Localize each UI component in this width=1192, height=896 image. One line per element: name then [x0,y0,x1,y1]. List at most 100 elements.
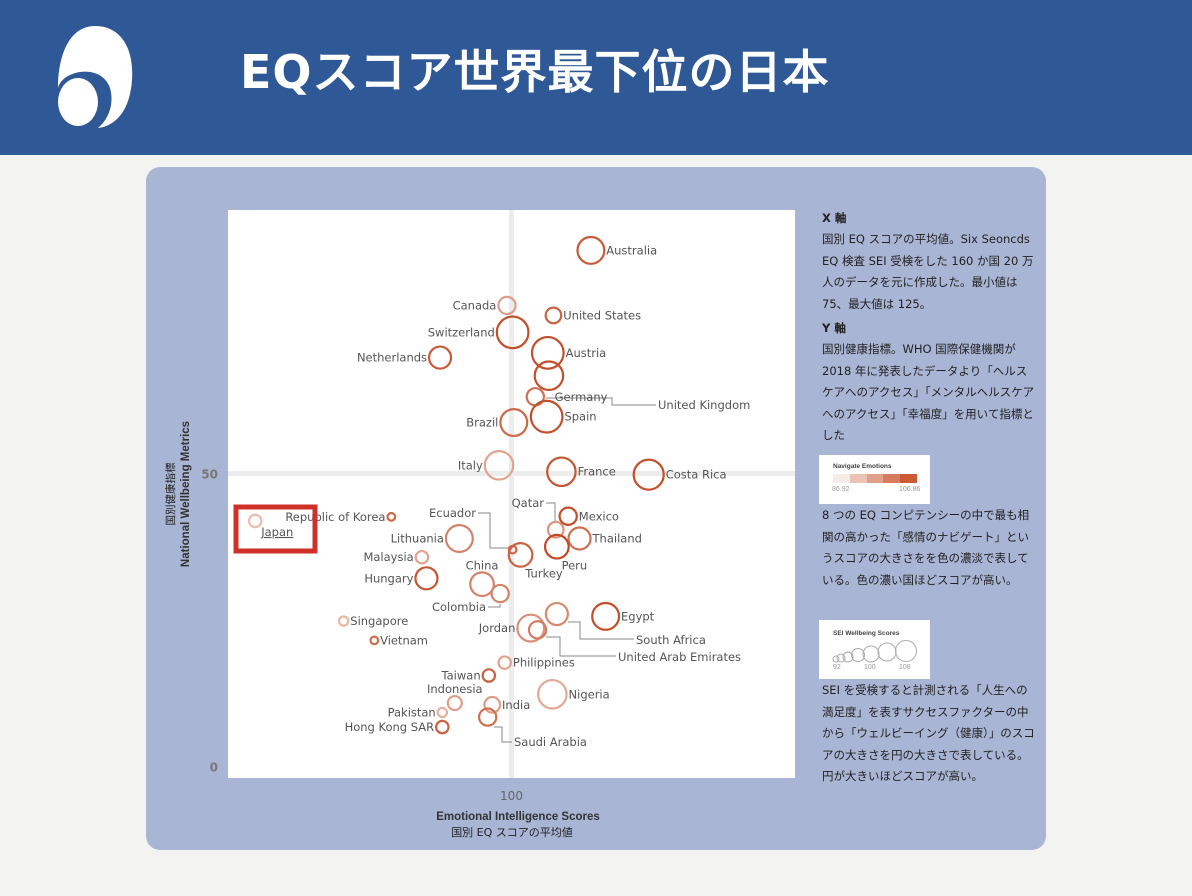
size-legend: SEI Wellbeing Scores 92 100 108 [819,620,930,679]
bubble-philippines[interactable] [497,655,512,670]
label-nigeria: Nigeria [569,687,610,701]
label-france: France [578,465,616,479]
label-japan: Japan [260,525,293,539]
label-indonesia: Indonesia [427,682,483,696]
label-taiwan: Taiwan [441,669,481,683]
size-legend-title: SEI Wellbeing Scores [833,630,900,637]
bubble-republic-of-korea[interactable] [386,511,397,522]
bubble-australia[interactable] [576,235,606,265]
label-brazil: Brazil [466,416,498,430]
x-tick-label: 100 [500,789,523,803]
label-egypt: Egypt [621,609,655,623]
label-philippines: Philippines [513,656,575,670]
y-axis-note: 国別健康指標。WHO 国際保健機関が 2018 年に発表したデータより「ヘルスケ… [822,342,1035,443]
bubble-mexico[interactable] [558,506,578,526]
label-jordan: Jordan [478,621,516,635]
x-axis-note: 国別 EQ スコアの平均値。Six Seoncds EQ 検査 SEI 受検をし… [822,232,1034,311]
bubble-vietnam[interactable] [369,635,380,646]
bubble-india[interactable] [483,695,502,714]
leader-line [546,636,616,657]
bubble-egypt[interactable] [591,601,621,631]
bubble-germany[interactable] [533,360,565,392]
bubble-saudi-arabia[interactable] [477,707,498,727]
leader-line [546,502,556,523]
color-legend: Navigate Emotions 86.92 106.86 [819,455,930,504]
size-legend-min: 92 [833,664,841,671]
bubble-taiwan[interactable] [481,668,497,683]
label-pakistan: Pakistan [388,705,436,719]
label-canada: Canada [453,298,497,312]
leader-line [488,604,501,608]
bubble-indonesia[interactable] [446,694,463,712]
bubble-united-arab-emirates[interactable] [527,620,548,640]
bubble-china[interactable] [469,571,495,598]
bubble-costa-rica[interactable] [632,458,665,491]
bubble-south-africa[interactable] [544,601,569,627]
bubble-brazil[interactable] [499,408,529,438]
bubble-united-states[interactable] [544,306,563,325]
color-legend-swatch [833,474,850,483]
size-legend-max: 108 [899,664,911,671]
bubble-spain[interactable] [529,399,564,434]
color-legend-swatch [849,474,867,483]
label-saudi-arabia: Saudi Arabia [514,735,587,749]
x-axis-sublabel: 国別 EQ スコアの平均値 [451,826,573,839]
label-colombia: Colombia [432,600,486,614]
bubble-qatar[interactable] [546,520,565,539]
bubble-switzerland[interactable] [495,315,530,350]
label-united-states: United States [563,308,641,322]
bubble-jordan[interactable] [516,613,546,643]
color-legend-bar [833,474,917,483]
bubble-peru[interactable] [543,533,570,560]
leader-line [478,512,509,549]
label-mexico: Mexico [579,509,619,523]
leader-line [546,397,656,406]
leader-line [568,621,634,640]
page-title: EQスコア世界最下位の日本 [240,45,830,99]
bubble-colombia[interactable] [490,583,510,604]
label-turkey: Turkey [524,567,563,581]
x-axis-label: Emotional Intelligence Scores [436,811,600,823]
bubble-nigeria[interactable] [537,678,568,710]
bubble-thailand[interactable] [567,526,592,551]
bubble-netherlands[interactable] [427,345,453,370]
bubble-france[interactable] [546,456,577,488]
color-legend-swatch [883,474,901,483]
color-legend-swatch [866,474,884,483]
label-ecuador: Ecuador [429,506,476,520]
size-note: SEI を受検すると計測される「人生への満足度」を表すサクセスファクターの中から… [822,683,1035,784]
label-republic-of-korea: Republic of Korea [285,510,385,524]
color-note: 8 つの EQ コンピテンシーの中で最も相関の高かった「感情のナビゲート」という… [822,508,1030,587]
label-germany: Germany [555,390,608,404]
bubble-pakistan[interactable] [436,706,449,719]
bubble-lithuania[interactable] [444,524,474,554]
label-south-africa: South Africa [636,633,706,647]
bubble-japan[interactable] [247,513,263,529]
bubble-italy[interactable] [483,450,515,481]
bubble-canada[interactable] [497,295,517,316]
label-thailand: Thailand [592,532,642,546]
label-malaysia: Malaysia [363,550,413,564]
bubble-malaysia[interactable] [414,549,430,565]
bubble-hong-kong-sar[interactable] [435,719,450,735]
brand-logo [58,26,133,128]
label-netherlands: Netherlands [357,351,427,365]
bubble-turkey[interactable] [507,541,534,568]
bubble-austria[interactable] [530,335,565,370]
color-legend-swatch [900,474,917,483]
color-legend-min: 86.92 [832,486,850,493]
color-legend-title: Navigate Emotions [833,463,892,470]
label-italy: Italy [458,458,483,472]
bubble-hungary[interactable] [414,566,439,591]
x-axis-heading: X 軸 [822,211,847,225]
label-peru: Peru [562,559,588,573]
y-axis-heading: Y 軸 [822,321,846,335]
bubble-singapore[interactable] [337,615,350,627]
size-legend-mid: 100 [864,664,876,671]
label-hungary: Hungary [364,571,413,585]
header-banner: EQスコア世界最下位の日本 [0,0,1192,155]
japan-highlight-box [233,504,318,554]
label-spain: Spain [564,410,596,424]
label-singapore: Singapore [350,614,408,628]
